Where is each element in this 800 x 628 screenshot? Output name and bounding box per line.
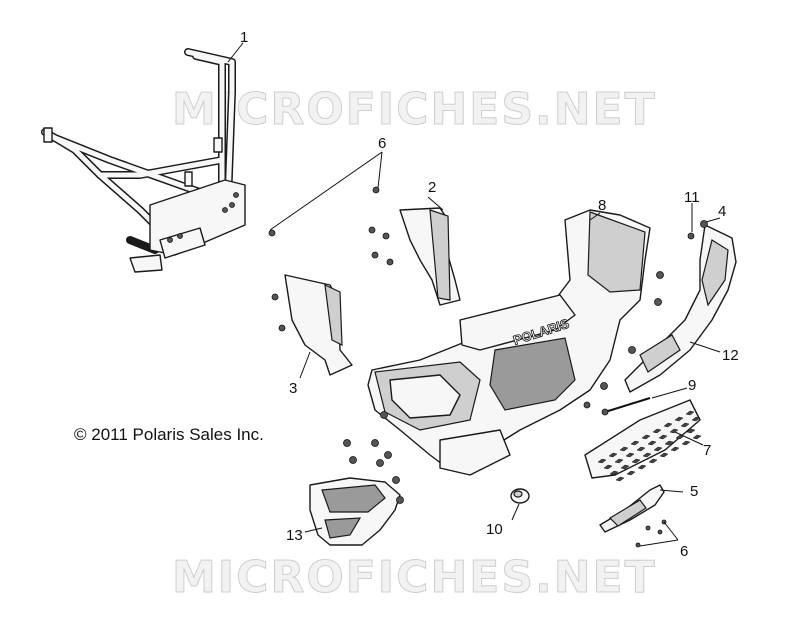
leader-lines [227, 42, 721, 547]
callout-13: 13 [286, 527, 303, 544]
callout-labels: 1 2 3 4 5 6 6 7 8 9 10 11 12 13 [240, 29, 739, 560]
callout-2: 2 [428, 179, 436, 196]
part-3-left-bracket [268, 229, 353, 376]
callout-9: 9 [688, 377, 696, 394]
watermark-top: MICROFICHES.NET [172, 84, 657, 135]
part-11-fastener [687, 232, 695, 240]
part-2-right-bracket [368, 186, 461, 306]
part-13-lower-panel [309, 411, 404, 546]
callout-11: 11 [684, 189, 700, 206]
part-7-grille [584, 399, 702, 482]
callout-4: 4 [718, 203, 726, 220]
part-8-front-body: POLARIS [367, 209, 664, 476]
callout-5: 5 [690, 483, 698, 500]
watermark-bottom: MICROFICHES.NET [172, 552, 657, 603]
copyright-text: © 2011 Polaris Sales Inc. [74, 425, 264, 444]
callout-6-top: 6 [378, 135, 386, 152]
part-12-right-panel [624, 224, 737, 393]
callout-7: 7 [703, 442, 711, 459]
part-9-screw [601, 397, 651, 416]
callout-10: 10 [486, 521, 503, 538]
part-10-plug [510, 488, 530, 504]
callout-8: 8 [598, 197, 606, 214]
part-4-fastener [700, 220, 708, 228]
callout-1: 1 [240, 29, 248, 46]
callout-12: 12 [722, 347, 739, 364]
part-5-small-bracket [599, 484, 667, 548]
part-1-bumper-frame [41, 48, 246, 273]
callout-3: 3 [289, 380, 297, 397]
callout-6-bottom: 6 [680, 543, 688, 560]
